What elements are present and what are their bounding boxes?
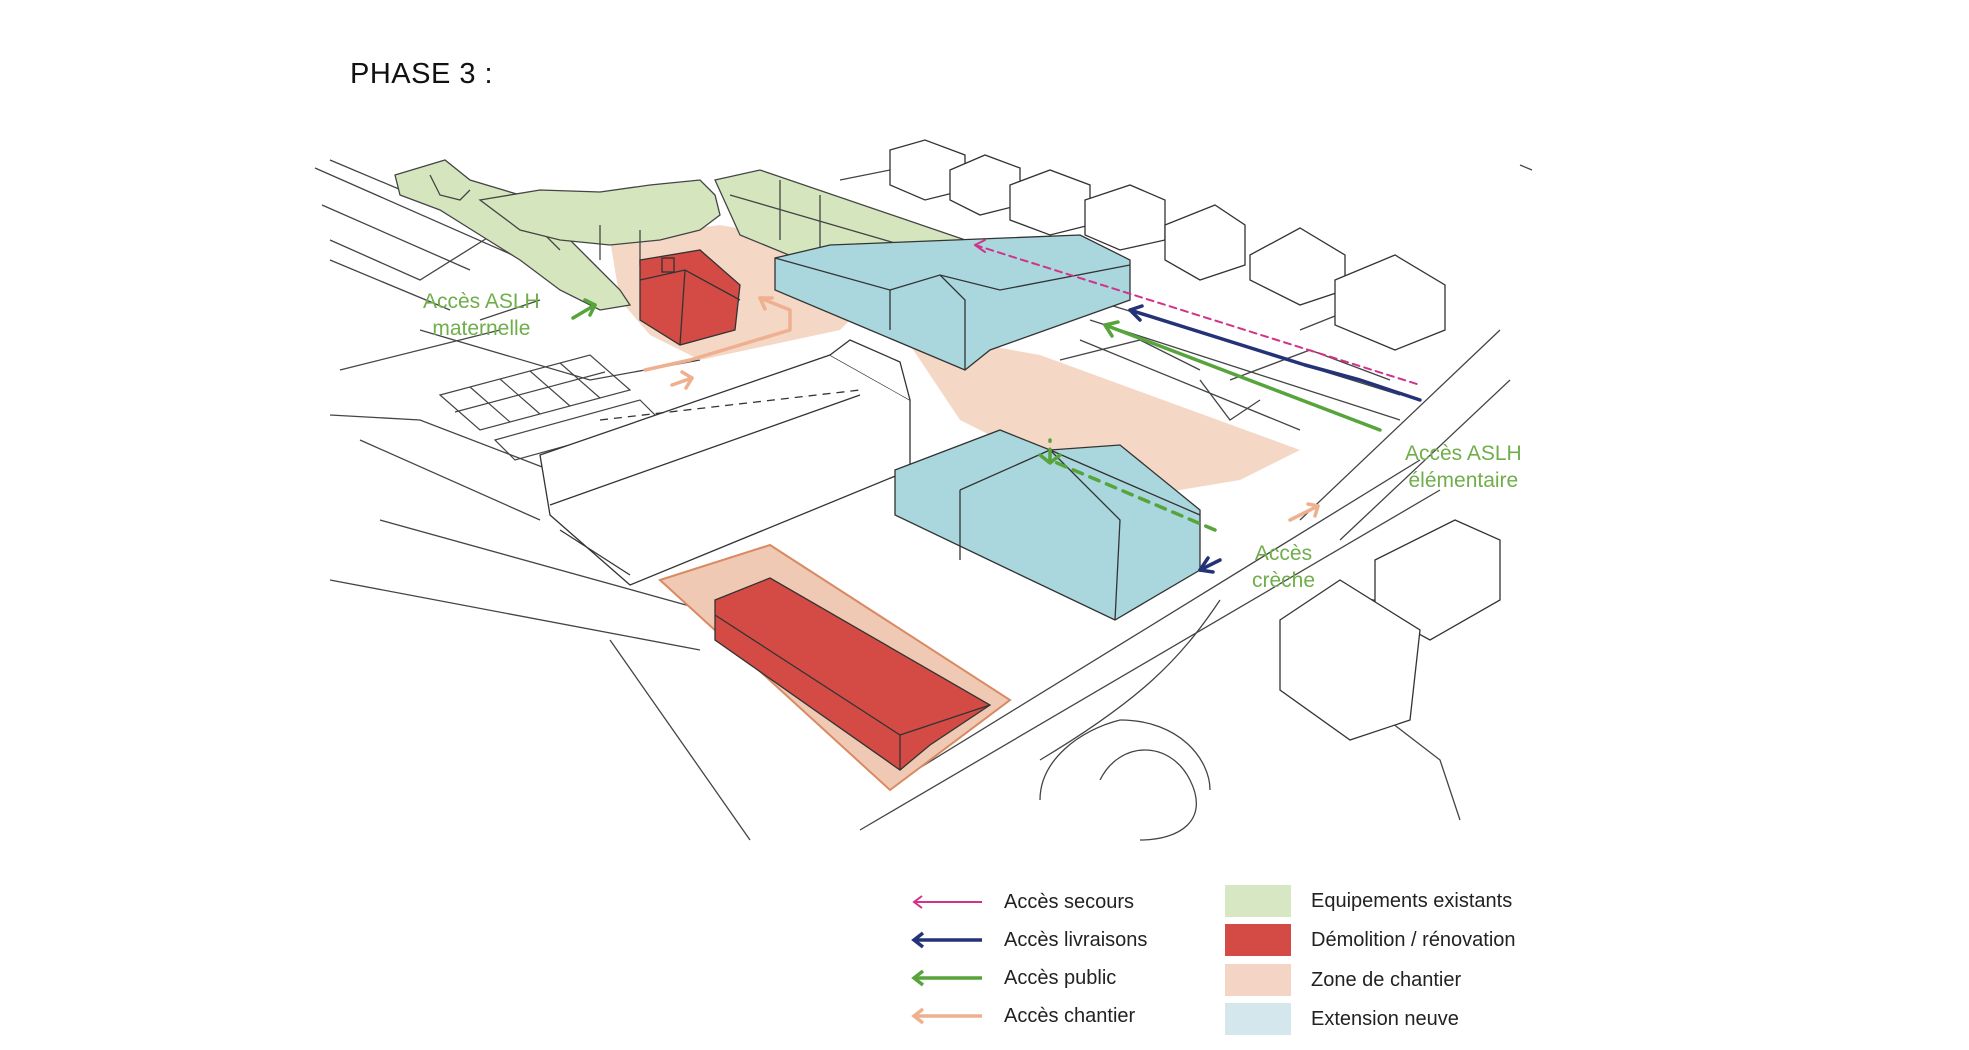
arrow-secours-icon bbox=[912, 895, 982, 909]
demolition-house bbox=[639, 249, 741, 346]
legend-item-extension: Extension neuve bbox=[1225, 1002, 1459, 1036]
legend-label: Extension neuve bbox=[1311, 1007, 1459, 1030]
legend-label: Equipements existants bbox=[1311, 889, 1513, 912]
arrow-chantier-east bbox=[1288, 504, 1320, 522]
legend-label: Démolition / rénovation bbox=[1311, 928, 1516, 951]
label-access-aslh-elementaire: Accès ASLH élémentaire bbox=[1405, 440, 1522, 494]
access-arrows bbox=[571, 239, 1422, 574]
legend-label: Zone de chantier bbox=[1311, 968, 1462, 991]
legend-item-livraisons: Accès livraisons bbox=[910, 925, 1147, 955]
existing-building-central bbox=[478, 179, 721, 246]
legend-item-existing: Equipements existants bbox=[1225, 884, 1512, 918]
swatch-extension bbox=[1225, 1003, 1291, 1035]
swatch-chantier bbox=[1225, 964, 1291, 996]
arrow-chantier-icon bbox=[911, 1007, 982, 1025]
existing-building-west bbox=[394, 159, 632, 311]
swatch-existing bbox=[1225, 885, 1291, 917]
label-line-1: Accès ASLH bbox=[423, 290, 540, 313]
neighbour-houses bbox=[889, 139, 1501, 741]
legend-label: Accès livraisons bbox=[1004, 928, 1148, 951]
swatch-demolition bbox=[1225, 924, 1291, 956]
arrow-secours bbox=[974, 244, 1421, 386]
extension-north bbox=[774, 234, 1131, 371]
label-line-1: Accès ASLH bbox=[1405, 442, 1522, 465]
legend-item-public: Accès public bbox=[910, 963, 1116, 993]
label-line-2: maternelle bbox=[432, 317, 531, 340]
legend-item-secours: Accès secours bbox=[910, 887, 1134, 917]
extension-south bbox=[894, 429, 1201, 621]
phase-title: PHASE 3 : bbox=[350, 58, 494, 90]
label-line-2: crèche bbox=[1252, 569, 1316, 592]
central-white-building bbox=[539, 339, 911, 586]
label-access-creche: Accès crèche bbox=[1252, 540, 1315, 594]
legend-label: Accès secours bbox=[1004, 890, 1135, 913]
legend-label: Accès public bbox=[1004, 966, 1117, 989]
chantier-zone-east bbox=[900, 330, 1300, 500]
arrow-chantier-north bbox=[643, 296, 792, 372]
arrow-public-north bbox=[1103, 323, 1382, 432]
label-access-aslh-maternelle: Accès ASLH maternelle bbox=[423, 288, 540, 342]
arrow-public-maternelle bbox=[571, 303, 597, 320]
arrow-livraisons bbox=[1128, 308, 1422, 402]
arrow-public-creche bbox=[1048, 438, 1217, 532]
arrow-chantier-west bbox=[670, 376, 694, 387]
legend-item-chantier: Accès chantier bbox=[910, 1001, 1135, 1031]
legend-item-demolition: Démolition / rénovation bbox=[1225, 923, 1516, 957]
label-line-2: élémentaire bbox=[1408, 469, 1519, 492]
arrow-livraisons-icon bbox=[911, 931, 982, 949]
arrow-public-icon bbox=[911, 969, 982, 987]
legend-label: Accès chantier bbox=[1004, 1004, 1136, 1027]
label-line-1: Accès bbox=[1254, 542, 1313, 565]
arrow-livraisons-creche bbox=[1198, 558, 1222, 572]
demolition-long-building bbox=[714, 577, 992, 771]
legend-item-chantier-zone: Zone de chantier bbox=[1225, 963, 1461, 997]
